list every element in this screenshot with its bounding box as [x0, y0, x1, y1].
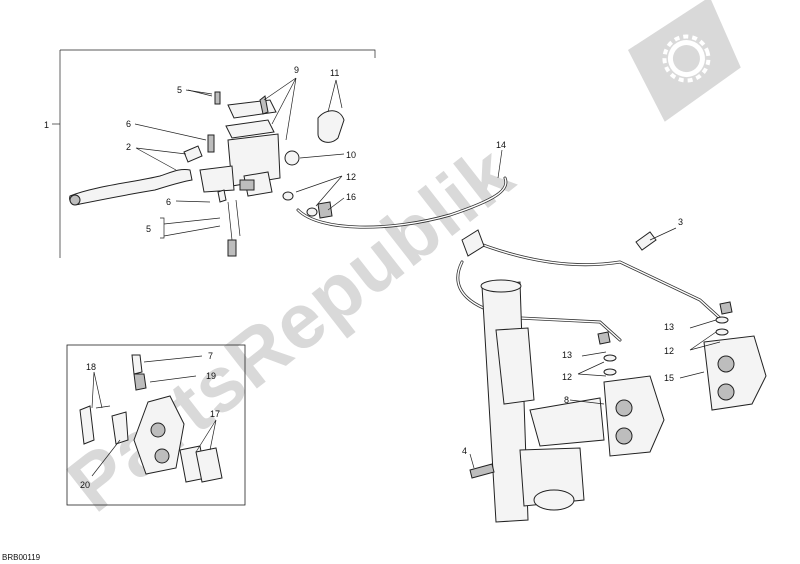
diagram-code: BRB00119	[2, 553, 41, 562]
callout-19: 19	[206, 371, 216, 381]
callout-15: 15	[664, 373, 674, 383]
caliper-right	[703, 301, 767, 411]
callout-7: 7	[208, 351, 213, 361]
callout-12c: 12	[664, 346, 674, 356]
callout-20: 20	[80, 480, 90, 490]
callout-9: 9	[294, 65, 299, 75]
inset-caliper-detail	[66, 344, 246, 506]
callout-1: 1	[44, 120, 49, 130]
callout-12: 12	[346, 172, 356, 182]
callout-3: 3	[678, 217, 683, 227]
brake-lever	[69, 169, 193, 206]
master-cylinder	[183, 91, 345, 257]
callout-2: 2	[126, 142, 131, 152]
callout-18: 18	[86, 362, 96, 372]
gear-icon	[628, 0, 741, 122]
callout-10: 10	[346, 150, 356, 160]
callout-16: 16	[346, 192, 356, 202]
assembly-bracket	[52, 49, 376, 258]
callout-6b: 6	[166, 197, 171, 207]
callout-11: 11	[330, 68, 339, 78]
callout-6: 6	[126, 119, 131, 129]
caliper-left	[597, 331, 665, 457]
callout-17: 17	[210, 409, 220, 419]
callout-13: 13	[664, 322, 674, 332]
callout-12b: 12	[562, 372, 572, 382]
callout-5: 5	[177, 85, 182, 95]
callout-4: 4	[462, 446, 467, 456]
callout-8: 8	[564, 395, 569, 405]
callout-13b: 13	[562, 350, 572, 360]
fork-leg	[469, 279, 605, 523]
callout-14: 14	[496, 140, 506, 150]
callout-5b: 5	[146, 224, 151, 234]
callout-labels: 1 2 5 6 9 11 10 12 16 6 5 14 3 13 12 15 …	[2, 65, 683, 562]
leader-lines	[91, 77, 721, 477]
